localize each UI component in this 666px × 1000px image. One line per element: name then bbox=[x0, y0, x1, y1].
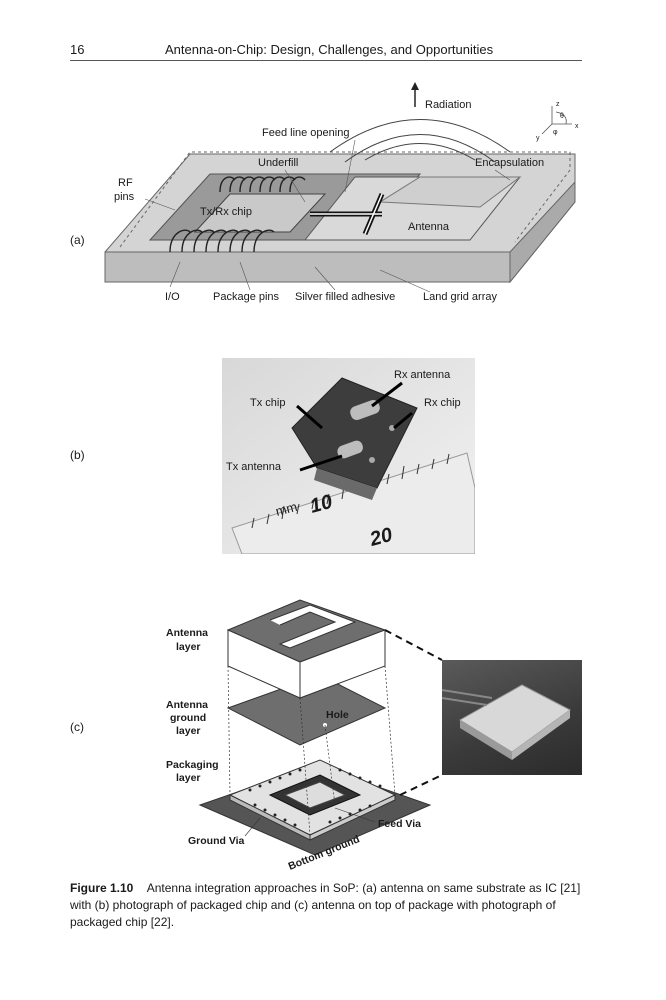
caption-label: Figure 1.10 bbox=[70, 881, 134, 895]
label-tx-antenna: Tx antenna bbox=[226, 461, 282, 473]
label-packaging-2: layer bbox=[176, 772, 201, 784]
page-header: 16 Antenna-on-Chip: Design, Challenges, … bbox=[70, 42, 582, 61]
panel-a-label: (a) bbox=[70, 233, 85, 247]
axis-phi-label: φ bbox=[553, 129, 558, 136]
figure-b-photo: Rx antenna Tx chip Rx chip Tx antenna mm… bbox=[222, 358, 475, 554]
axis-x-label: x bbox=[575, 123, 579, 130]
figure-c-diagram: Antenna layer Antenna ground layer Hole … bbox=[166, 599, 443, 873]
label-underfill: Underfill bbox=[258, 157, 298, 169]
axis-y-label: y bbox=[536, 135, 540, 142]
axis-theta-label: θ bbox=[560, 113, 564, 120]
label-feed-via: Feed Via bbox=[378, 818, 421, 830]
label-rx-chip: Rx chip bbox=[424, 397, 461, 409]
caption-text: Antenna integration approaches in SoP: (… bbox=[70, 881, 581, 929]
figure-caption: Figure 1.10 Antenna integration approach… bbox=[70, 880, 582, 931]
ruler-mm: mm bbox=[274, 499, 299, 519]
figure-a: z x y θ φ Radiation Feed line opening Un… bbox=[104, 82, 579, 303]
label-io: I/O bbox=[165, 291, 180, 303]
label-antenna-layer-1: Antenna bbox=[166, 627, 208, 639]
panel-b-label: (b) bbox=[70, 448, 85, 462]
label-land-grid-array: Land grid array bbox=[423, 291, 497, 303]
label-silver-adhesive: Silver filled adhesive bbox=[295, 291, 395, 303]
coordinate-axes-icon bbox=[541, 106, 572, 135]
label-package-pins: Package pins bbox=[213, 291, 280, 303]
page-number: 16 bbox=[70, 42, 85, 57]
label-txrx-chip: Tx/Rx chip bbox=[200, 206, 252, 218]
label-pins: pins bbox=[114, 191, 135, 203]
running-title: Antenna-on-Chip: Design, Challenges, and… bbox=[165, 42, 494, 57]
label-ground-via: Ground Via bbox=[188, 835, 245, 847]
label-tx-chip: Tx chip bbox=[250, 397, 285, 409]
label-antenna-layer-2: layer bbox=[176, 641, 201, 653]
label-hole: Hole bbox=[326, 709, 349, 721]
label-encapsulation: Encapsulation bbox=[475, 157, 544, 169]
label-ground-layer-3: layer bbox=[176, 725, 201, 737]
label-rf: RF bbox=[118, 177, 133, 189]
label-rx-antenna: Rx antenna bbox=[394, 369, 451, 381]
axis-z-label: z bbox=[556, 101, 560, 108]
packaged-chip-photo bbox=[442, 660, 582, 775]
label-packaging-1: Packaging bbox=[166, 759, 219, 771]
label-antenna: Antenna bbox=[408, 221, 450, 233]
label-feed-line-opening: Feed line opening bbox=[262, 127, 349, 139]
panel-c-label: (c) bbox=[70, 720, 84, 734]
label-radiation: Radiation bbox=[425, 99, 471, 111]
label-ground-layer-2: ground bbox=[170, 712, 206, 724]
label-ground-layer-1: Antenna bbox=[166, 699, 208, 711]
